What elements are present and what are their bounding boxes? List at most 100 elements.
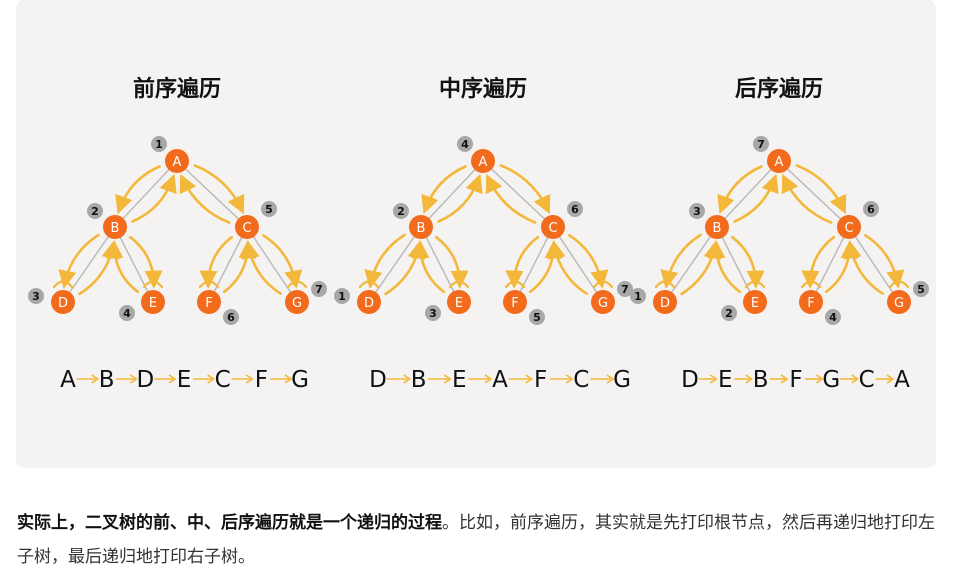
- traversal-arrow-up: [384, 240, 426, 296]
- traversal-arrow-up: [485, 173, 537, 224]
- tree-edge: [176, 160, 248, 228]
- order-number: 3: [429, 307, 437, 320]
- order-number: 4: [829, 311, 837, 324]
- tree-edge: [778, 160, 850, 228]
- node-label: G: [292, 296, 302, 311]
- sequence-arrowhead: [565, 374, 574, 384]
- traversal-arrow-down: [434, 235, 469, 289]
- traversal-arrow-up: [528, 240, 563, 294]
- traversal-arrow-up: [78, 240, 120, 296]
- tree-edge: [664, 226, 718, 303]
- sequence-letter: C: [573, 367, 589, 393]
- order-number: 7: [315, 283, 323, 296]
- node-label: A: [775, 155, 784, 170]
- traversal-arrow-down: [795, 164, 847, 215]
- order-badge: [617, 281, 633, 297]
- traversal-arrow-down: [128, 235, 163, 289]
- order-number: 1: [634, 290, 642, 303]
- sequence-arrowhead: [403, 374, 412, 384]
- tree-node: [767, 149, 791, 173]
- order-badge: [567, 201, 583, 217]
- tree-node: [705, 215, 729, 239]
- tree-edge: [848, 226, 900, 303]
- diagram-title: 中序遍历: [439, 76, 527, 102]
- tree-edge: [810, 226, 850, 303]
- sequence-letter: A: [60, 367, 76, 393]
- order-badge: [863, 201, 879, 217]
- tree-node: [357, 290, 381, 314]
- sequence-letter: F: [255, 367, 268, 393]
- sequence-letter: G: [291, 367, 309, 393]
- order-number: 4: [123, 307, 131, 320]
- node-label: B: [417, 221, 426, 236]
- tree-node: [165, 149, 189, 173]
- tree-edge: [420, 226, 460, 303]
- sequence-letter: D: [369, 367, 387, 393]
- node-label: E: [455, 296, 463, 311]
- traversal-arrow-down: [717, 165, 763, 215]
- tree-node: [541, 215, 565, 239]
- traversal-arrow-up: [824, 240, 859, 294]
- traversal-arrow-down: [421, 165, 467, 215]
- traversal-arrow-down: [58, 233, 100, 289]
- order-badge: [425, 305, 441, 321]
- caption: 实际上，二叉树的前、中、后序遍历就是一个递归的过程。比如，前序遍历，其实就是先打…: [17, 506, 937, 574]
- traversal-arrow-up: [680, 240, 722, 296]
- sequence-arrowhead: [815, 374, 824, 384]
- order-badge: [913, 281, 929, 297]
- node-label: B: [713, 221, 722, 236]
- order-badge: [721, 305, 737, 321]
- order-number: 7: [621, 283, 629, 296]
- traversal-arrow-up: [179, 173, 231, 224]
- sequence-letter: B: [753, 367, 769, 393]
- node-label: E: [149, 296, 157, 311]
- sequence-arrowhead: [851, 374, 860, 384]
- sequence-arrowhead: [91, 374, 100, 384]
- leaf-turn-arrow: [358, 280, 380, 289]
- node-label: C: [844, 221, 853, 236]
- tree-node: [743, 290, 767, 314]
- order-number: 4: [461, 138, 469, 151]
- traversal-arrow-up: [707, 240, 742, 294]
- traversal-arrow-down: [864, 234, 905, 289]
- tree-edge: [482, 160, 554, 228]
- order-number: 3: [32, 290, 40, 303]
- tree-edge: [716, 160, 780, 228]
- sequence-arrowhead: [207, 374, 216, 384]
- order-badge: [151, 136, 167, 152]
- node-label: G: [894, 296, 904, 311]
- order-badge: [261, 201, 277, 217]
- sequence-arrowhead: [745, 374, 754, 384]
- traversal-arrow-down: [660, 233, 702, 289]
- order-badge: [119, 305, 135, 321]
- tree-edge: [62, 226, 116, 303]
- sequence-arrowhead: [245, 374, 254, 384]
- order-badge: [28, 288, 44, 304]
- tree-node: [285, 290, 309, 314]
- order-number: 5: [533, 311, 541, 324]
- node-label: F: [511, 296, 518, 311]
- sequence-letter: D: [681, 367, 699, 393]
- traversal-arrow-down: [568, 234, 609, 289]
- leaf-turn-arrow: [198, 280, 220, 289]
- traversal-arrow-up: [131, 173, 177, 223]
- order-badge: [311, 281, 327, 297]
- leaf-turn-arrow: [888, 280, 910, 289]
- sequence-letter: A: [894, 367, 910, 393]
- tree-edge: [514, 226, 554, 303]
- sequence-arrowhead: [886, 374, 895, 384]
- tree-node: [447, 290, 471, 314]
- order-number: 6: [867, 203, 875, 216]
- leaf-turn-arrow: [448, 280, 470, 289]
- tree-edge: [208, 226, 248, 303]
- order-badge: [689, 203, 705, 219]
- order-number: 1: [155, 138, 163, 151]
- order-number: 1: [338, 290, 346, 303]
- node-label: B: [111, 221, 120, 236]
- order-number: 5: [917, 283, 925, 296]
- sequence-arrowhead: [525, 374, 534, 384]
- leaf-turn-arrow: [592, 280, 614, 289]
- order-badge: [630, 288, 646, 304]
- tree-node: [653, 290, 677, 314]
